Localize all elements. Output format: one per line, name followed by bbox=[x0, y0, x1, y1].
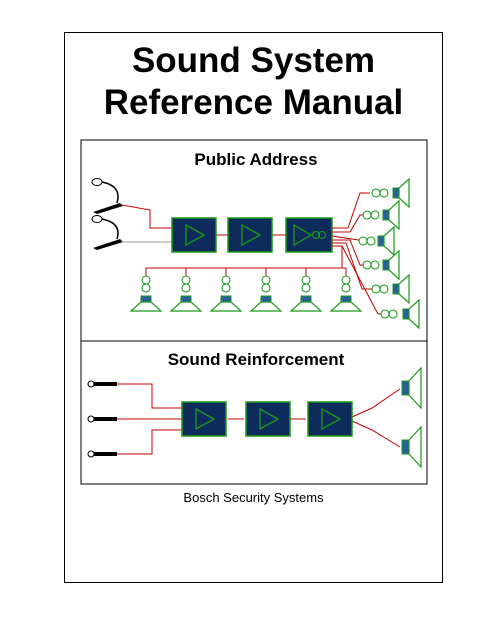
sr-microphone-1 bbox=[87, 380, 118, 388]
pa-transformer-b4 bbox=[261, 275, 271, 293]
pa-transformer-r1 bbox=[371, 188, 389, 198]
pa-speaker-r2 bbox=[382, 200, 400, 230]
title-line-2: Reference Manual bbox=[103, 83, 404, 122]
pa-transformer-r3 bbox=[358, 236, 376, 246]
pa-transformer-b2 bbox=[181, 275, 191, 293]
sr-speaker-1 bbox=[401, 366, 422, 410]
pa-speaker-b2 bbox=[170, 295, 202, 312]
pa-transformer-b3 bbox=[221, 275, 231, 293]
sr-amplifier-2 bbox=[245, 401, 291, 437]
pa-microphone-1 bbox=[91, 178, 123, 214]
sr-speaker-2 bbox=[401, 425, 422, 469]
pa-amplifier-1 bbox=[171, 217, 217, 253]
pa-transformer-b1 bbox=[141, 275, 151, 293]
panel-sound-reinforcement bbox=[80, 340, 428, 485]
pa-transformer-r2 bbox=[362, 210, 380, 220]
pa-speaker-r1 bbox=[392, 178, 410, 208]
pa-speaker-r3 bbox=[377, 226, 395, 256]
page-frame bbox=[64, 32, 443, 583]
pa-speaker-b4 bbox=[250, 295, 282, 312]
pa-speaker-b1 bbox=[130, 295, 162, 312]
pa-amplifier-2 bbox=[227, 217, 273, 253]
pa-transformer-r4 bbox=[362, 260, 380, 270]
pa-speaker-r6 bbox=[402, 299, 420, 329]
title-line-1: Sound System bbox=[131, 41, 376, 80]
panel-title-sound-reinforcement: Sound Reinforcement bbox=[168, 350, 345, 369]
pa-microphone-2 bbox=[91, 215, 123, 250]
pa-transformer-r6 bbox=[380, 309, 398, 319]
pa-speaker-b5 bbox=[290, 295, 322, 312]
pa-speaker-r5 bbox=[392, 274, 410, 304]
pa-speaker-b6 bbox=[330, 295, 362, 312]
sr-microphone-2 bbox=[87, 415, 118, 423]
pa-transformer-b5 bbox=[301, 275, 311, 293]
pa-speaker-b3 bbox=[210, 295, 242, 312]
sr-amplifier-3 bbox=[307, 401, 353, 437]
publisher-footer: Bosch Security Systems bbox=[183, 490, 324, 505]
page-title: Sound System Reference Manual bbox=[64, 40, 443, 124]
panel-title-public-address: Public Address bbox=[194, 150, 317, 169]
pa-amplifier-3 bbox=[285, 217, 333, 253]
pa-transformer-b6 bbox=[341, 275, 351, 293]
pa-speaker-r4 bbox=[382, 250, 400, 280]
sr-microphone-3 bbox=[87, 450, 118, 458]
sr-amplifier-1 bbox=[181, 401, 227, 437]
pa-transformer-r5 bbox=[371, 284, 389, 294]
